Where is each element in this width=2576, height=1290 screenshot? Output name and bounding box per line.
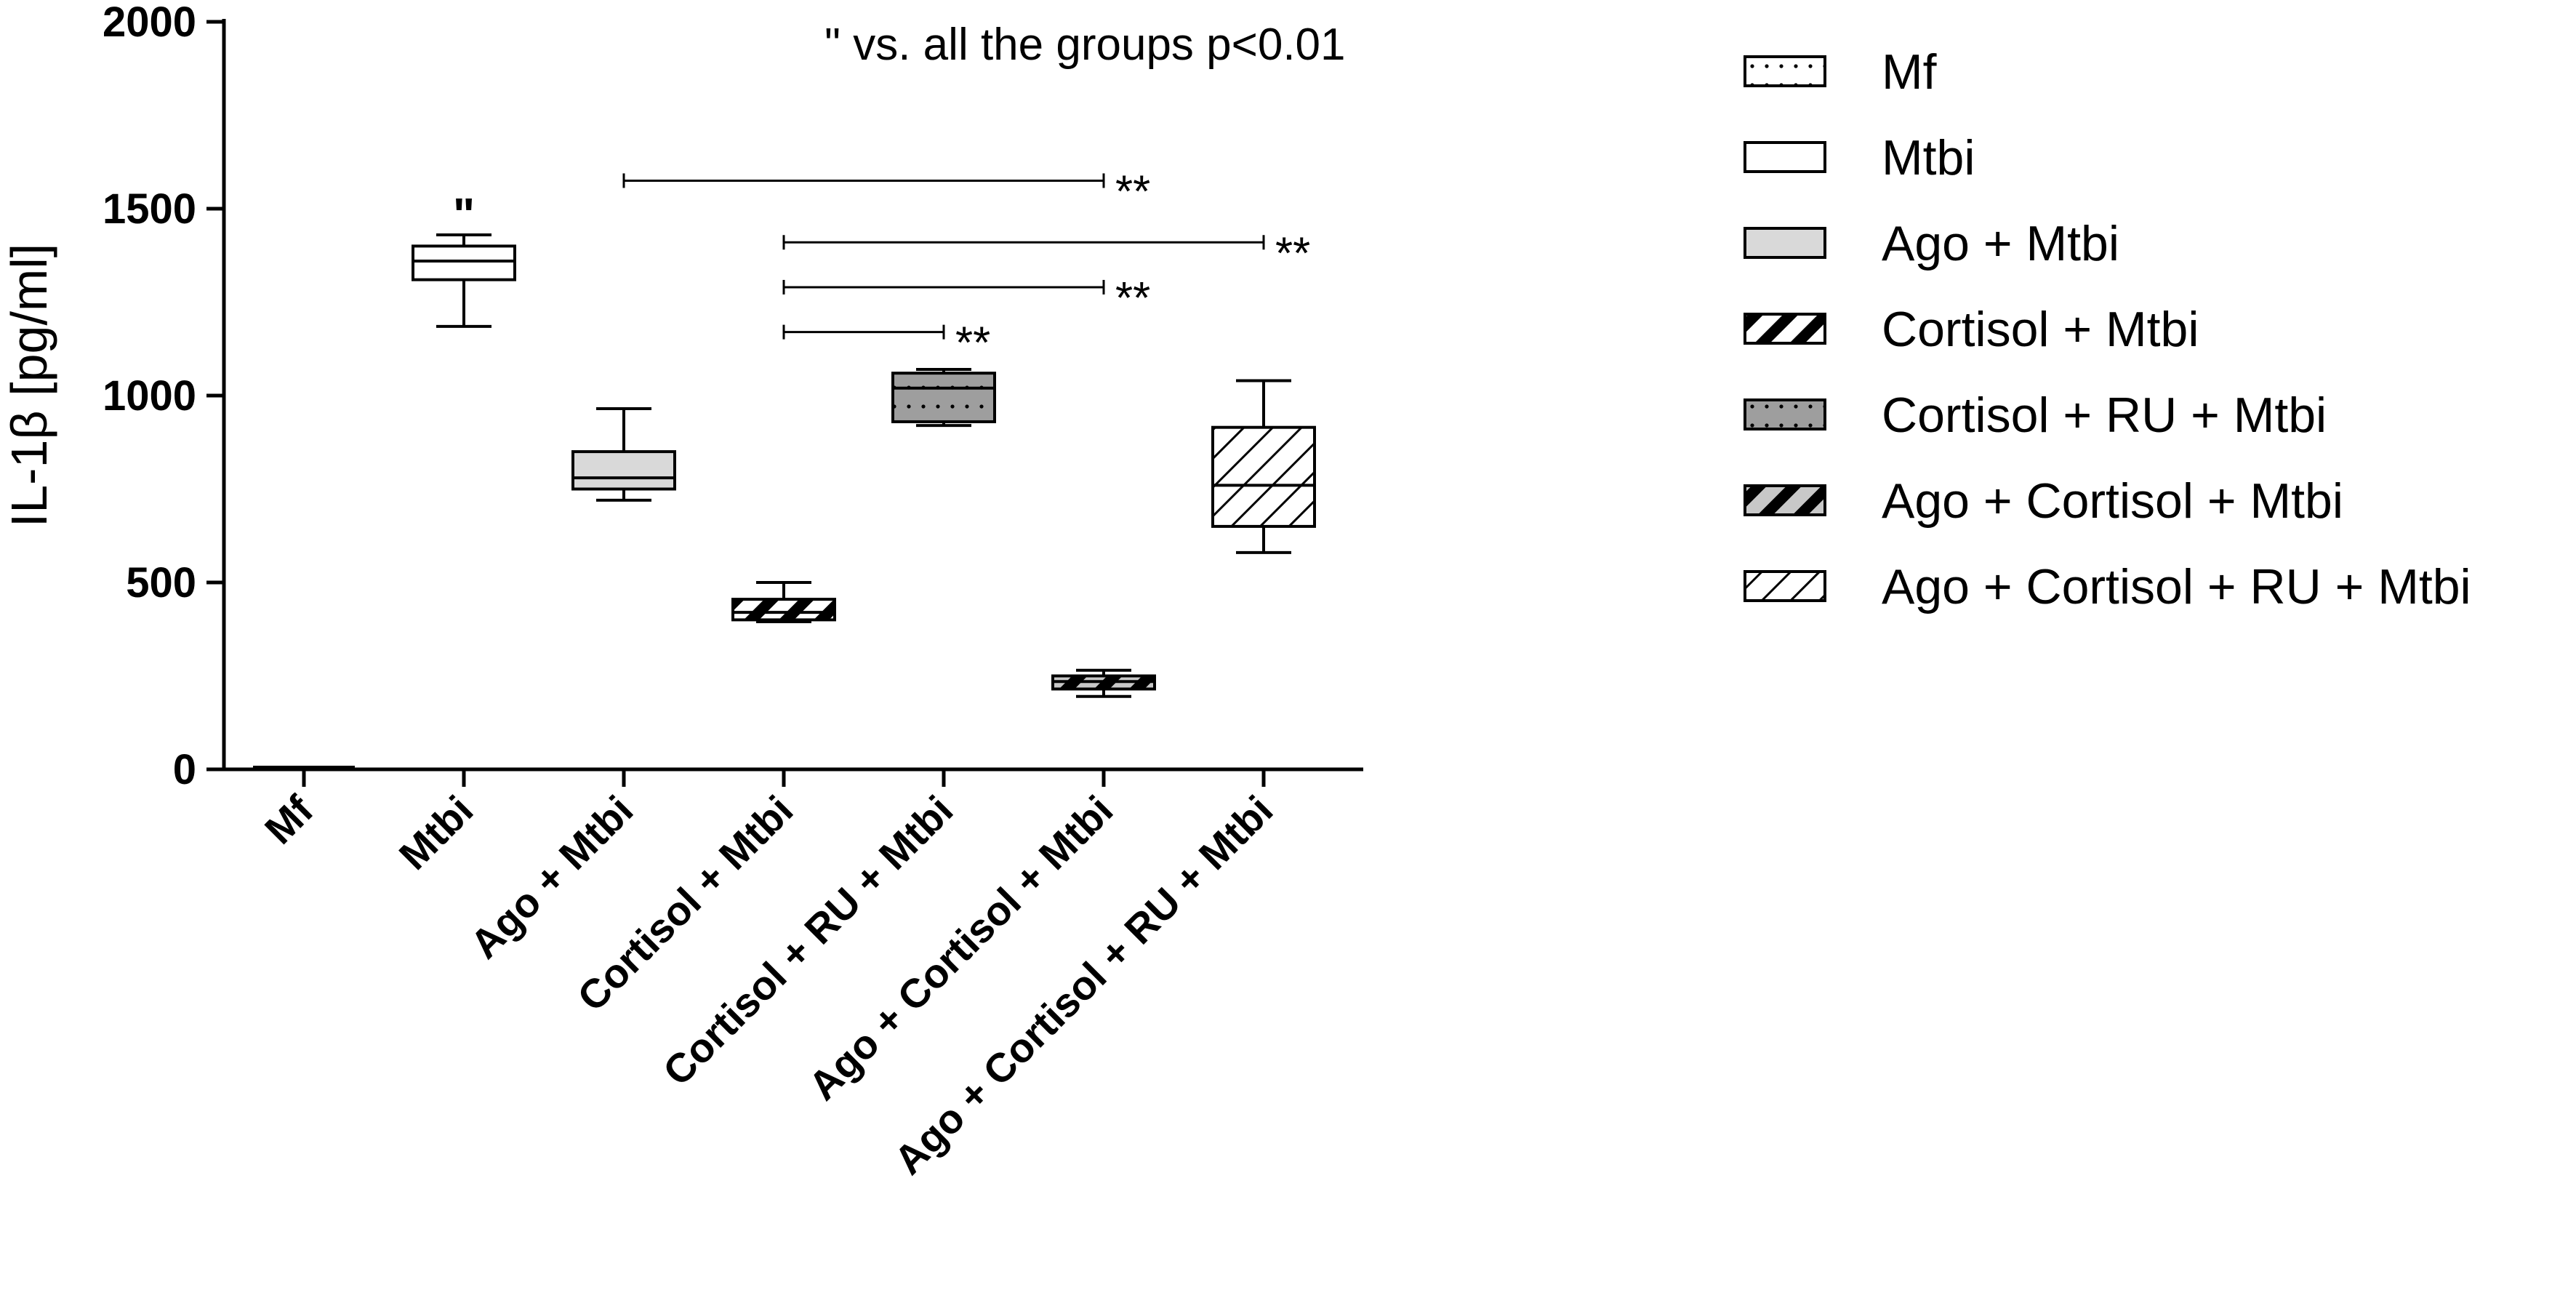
y-tick-label: 1500 <box>103 185 196 233</box>
legend-entry: Mtbi <box>1744 130 1975 185</box>
box-iqr <box>1211 425 1316 528</box>
legend-entry: Mf <box>1744 44 1937 100</box>
legend-label: Mf <box>1882 44 1937 100</box>
box-series: " <box>253 188 1316 770</box>
legend-label: Cortisol + RU + Mtbi <box>1882 388 2327 443</box>
legend-label: Ago + Mtbi <box>1882 216 2119 271</box>
legend-swatch <box>1744 141 1826 173</box>
legend-entry: Ago + Cortisol + Mtbi <box>1744 473 2343 529</box>
legend-label: Mtbi <box>1882 130 1975 185</box>
box-group <box>731 581 836 623</box>
box-group: " <box>412 188 516 328</box>
significance-label: ** <box>1275 228 1310 279</box>
legend-label: Cortisol + Mtbi <box>1882 302 2199 357</box>
y-axis: 0 500 1000 1500 2000 <box>103 0 226 793</box>
box-group <box>571 406 676 502</box>
y-axis-label: IL-1β [pg/ml] <box>1 244 57 527</box>
significance-label: ** <box>955 319 990 369</box>
legend-entry: Cortisol + Mtbi <box>1744 302 2199 357</box>
x-tick-label: Ago + Mtbi <box>461 787 641 967</box>
box-group <box>891 368 996 428</box>
legend-swatch <box>1744 313 1826 345</box>
legend-entry: Cortisol + RU + Mtbi <box>1744 388 2327 443</box>
y-tick-label: 1000 <box>103 372 196 420</box>
box-iqr <box>731 598 836 622</box>
significance-label: ** <box>1115 167 1150 217</box>
x-tick-label: Ago + Cortisol + Mtbi <box>800 787 1122 1109</box>
significance-brackets: ** ** ** ** <box>622 167 1310 369</box>
significance-note: " vs. all the groups p<0.01 <box>824 20 1346 70</box>
significance-label: ** <box>1115 273 1150 324</box>
box-iqr <box>891 372 996 423</box>
box-group <box>1211 379 1316 554</box>
significance-bracket: ** <box>782 273 1150 324</box>
box-iqr <box>571 450 676 491</box>
box-group <box>1051 668 1156 698</box>
box-iqr <box>412 244 516 281</box>
legend-label: Ago + Cortisol + Mtbi <box>1882 473 2343 529</box>
legend-swatch <box>1744 398 1826 430</box>
legend-swatch <box>1744 570 1826 602</box>
y-tick-label: 0 <box>173 746 196 793</box>
significance-bracket: ** <box>782 228 1310 279</box>
y-tick-label: 2000 <box>103 0 196 46</box>
significance-bracket: ** <box>622 167 1150 217</box>
legend-swatch <box>1744 55 1826 87</box>
legend-entry: Ago + Mtbi <box>1744 216 2119 271</box>
significance-bracket: ** <box>782 319 990 369</box>
x-tick-label: Cortisol + RU + Mtbi <box>654 787 962 1094</box>
box-significance-mark: " <box>453 188 475 241</box>
legend-swatch <box>1744 484 1826 516</box>
legend-label: Ago + Cortisol + RU + Mtbi <box>1882 559 2471 614</box>
x-tick-label: Mf <box>256 787 322 853</box>
x-tick-label: Mtbi <box>390 787 482 878</box>
legend-swatch <box>1744 227 1826 259</box>
y-tick-label: 500 <box>126 559 196 606</box>
legend-entry: Ago + Cortisol + RU + Mtbi <box>1744 559 2471 614</box>
